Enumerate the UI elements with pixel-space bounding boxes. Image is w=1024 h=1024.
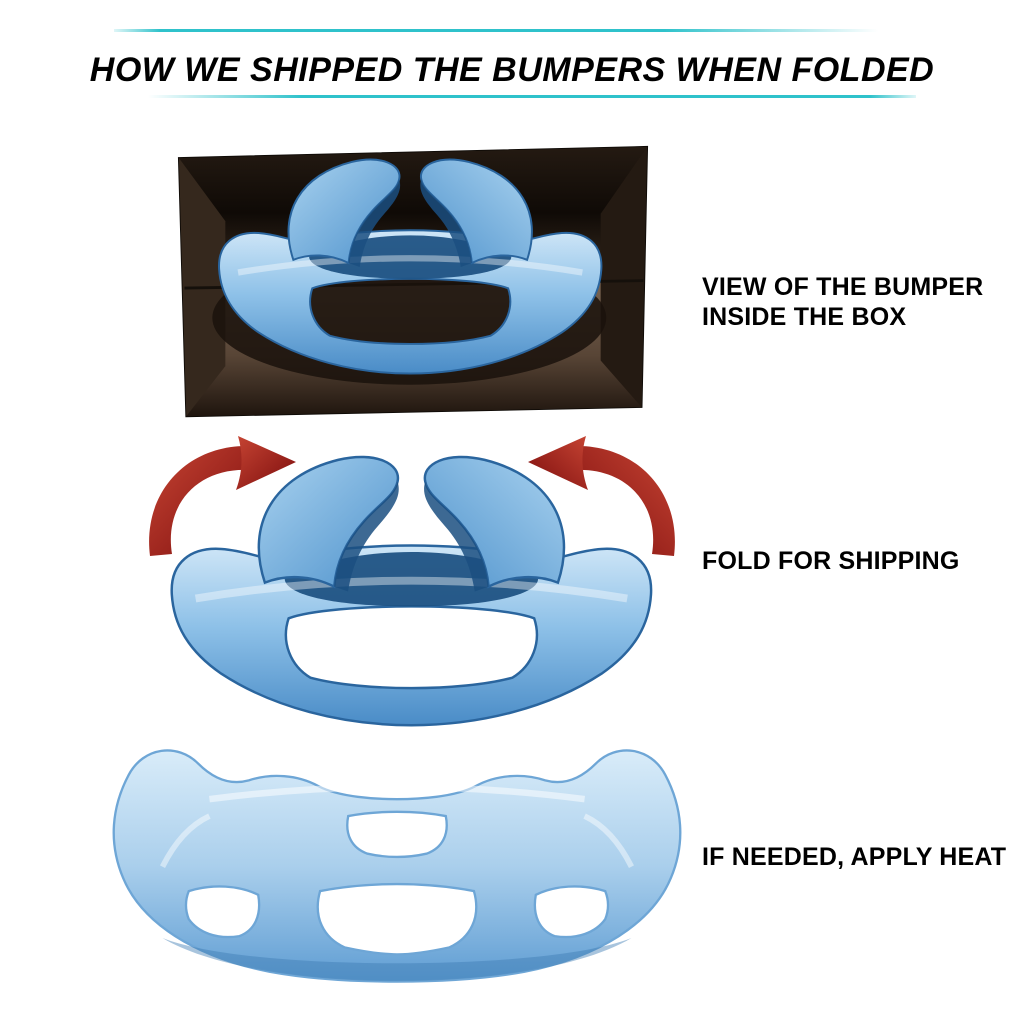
bumper-in-box-illustration	[177, 145, 649, 418]
step-label-fold: FOLD FOR SHIPPING	[702, 547, 960, 575]
unfolded-bumper-illustration	[112, 749, 682, 983]
unfolded-bumper-body	[112, 749, 682, 983]
step-label-inside-box: VIEW OF THE BUMPER INSIDE THE BOX	[702, 273, 984, 331]
page-title: HOW WE SHIPPED THE BUMPERS WHEN FOLDED	[89, 51, 935, 89]
accent-rule-bottom	[148, 95, 916, 98]
step-label-apply-heat: IF NEEDED, APPLY HEAT	[702, 843, 1007, 871]
fold-for-shipping-illustration	[149, 436, 675, 736]
folded-bumper	[172, 457, 651, 725]
box-side-right	[600, 146, 648, 407]
accent-rule-top	[114, 29, 878, 32]
unfolded-bumper-lip-shade	[162, 937, 632, 982]
